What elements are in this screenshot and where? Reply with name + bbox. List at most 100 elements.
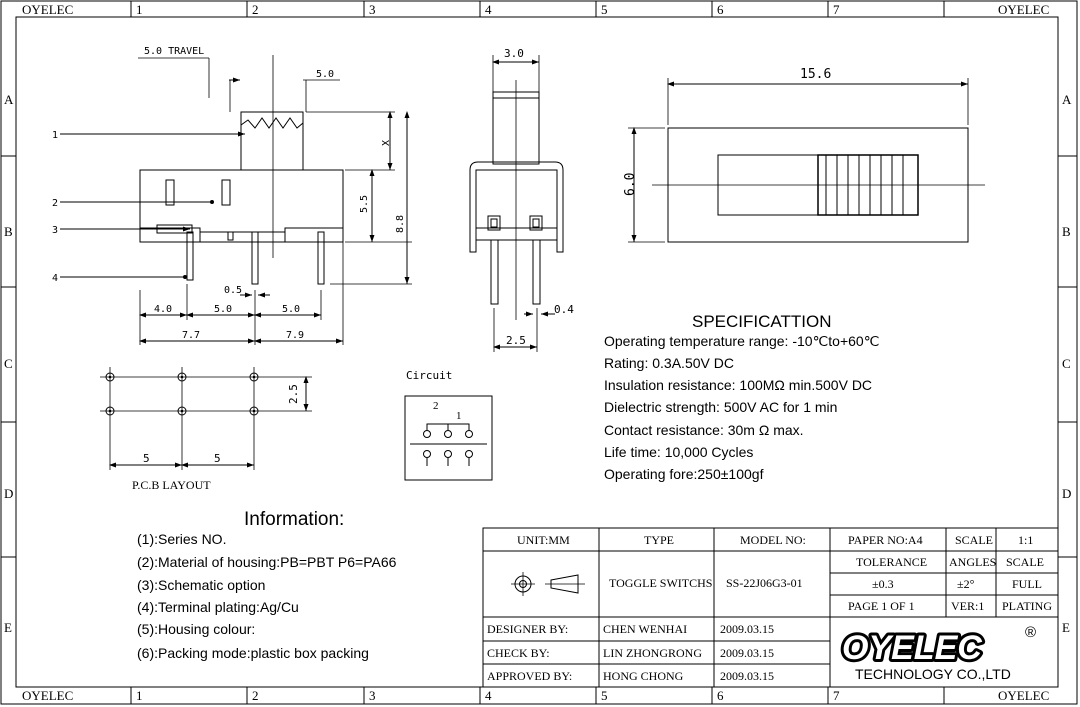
callout-4: 4 <box>52 273 58 284</box>
dim-5-0: 5.0 <box>282 304 300 315</box>
scale-header-2: SCALE <box>1006 555 1044 569</box>
logo-text: OYELEC <box>842 629 982 667</box>
col-label: 4 <box>485 688 492 703</box>
col-label: 3 <box>369 688 376 703</box>
spec-line: Rating: 0.3A.50V DC <box>604 355 734 371</box>
row-label: D <box>4 486 13 501</box>
row-label: D <box>1062 486 1071 501</box>
check-label: CHECK BY: <box>487 646 550 660</box>
info-line: (1):Series NO. <box>137 531 226 547</box>
col-label: 6 <box>717 688 724 703</box>
callout-1: 1 <box>52 130 58 141</box>
frame-brand-top-left: OYELEC <box>22 2 73 17</box>
pcb-dim-5: 5 <box>214 452 221 465</box>
page-label: PAGE 1 OF 1 <box>848 599 915 613</box>
approved-date: 2009.03.15 <box>720 669 774 683</box>
registered-mark: ® <box>1025 624 1036 641</box>
designer-name: CHEN WENHAI <box>603 622 687 636</box>
company-name: TECHNOLOGY CO.,LTD <box>855 666 1011 682</box>
tolerance-value: ±0.3 <box>872 577 894 591</box>
approved-name: HONG CHONG <box>603 669 684 683</box>
dim-7-7: 7.7 <box>182 330 200 341</box>
angles-header: ANGLES <box>949 555 996 569</box>
spec-line: Dielectric strength: 500V AC for 1 min <box>604 399 837 415</box>
check-name: LIN ZHONGRONG <box>603 646 702 660</box>
model-header: MODEL NO: <box>740 533 806 547</box>
full-label: FULL <box>1012 577 1042 591</box>
dim-7-9: 7.9 <box>286 330 304 341</box>
dim-0-5: 0.5 <box>224 285 242 296</box>
tolerance-header: TOLERANCE <box>856 555 927 569</box>
col-label: 1 <box>136 688 143 703</box>
circuit-diagram <box>404 395 493 481</box>
specification-section: SPECIFICATTION Operating temperature ran… <box>604 312 879 482</box>
dim-8-8: 8.8 <box>395 215 406 233</box>
spec-title: SPECIFICATTION <box>692 312 831 331</box>
title-block-text: UNIT:MM TYPE MODEL NO: TOGGLE SWITCHS SS… <box>487 533 1052 683</box>
top-view <box>628 78 985 243</box>
spec-line: Operating temperature range: -10℃to+60℃ <box>604 333 879 349</box>
information-section: Information: (1):Series NO. (2):Material… <box>137 509 397 661</box>
designer-date: 2009.03.15 <box>720 622 774 636</box>
dim-4-0: 4.0 <box>154 304 172 315</box>
col-label: 4 <box>485 2 492 17</box>
dim-5-5: 5.5 <box>359 195 370 213</box>
check-date: 2009.03.15 <box>720 646 774 660</box>
dim-2-5: 2.5 <box>506 334 526 347</box>
projection-symbol-icon <box>511 572 585 596</box>
dim-0-4: 0.4 <box>554 303 574 316</box>
plating-label: PLATING <box>1002 599 1052 613</box>
side-view <box>60 55 412 345</box>
col-label: 3 <box>369 2 376 17</box>
col-label: 2 <box>252 2 259 17</box>
side-view-labels: 5.0 TRAVEL 5.0 X 5.5 8.8 0.5 4.0 5.0 5.0… <box>52 46 406 341</box>
spec-line: Life time: 10,000 Cycles <box>604 444 753 460</box>
spec-line: Operating fore:250±100gf <box>604 466 764 482</box>
frame-labels: OYELEC OYELEC OYELEC OYELEC 1 2 3 4 5 6 … <box>4 2 1072 703</box>
front-view <box>469 55 564 352</box>
info-title: Information: <box>244 509 344 530</box>
dim-5-0-top: 5.0 <box>316 69 334 80</box>
pcb-dots <box>108 375 256 413</box>
logo-outline: OYELEC <box>842 629 982 667</box>
row-label: C <box>1062 356 1071 371</box>
scale-value: 1:1 <box>1018 533 1033 547</box>
spec-line: Insulation resistance: 100MΩ min.500V DC <box>604 377 872 393</box>
info-line: (3):Schematic option <box>137 577 265 593</box>
paper-label: PAPER NO:A4 <box>848 533 923 547</box>
col-label: 6 <box>717 2 724 17</box>
frame-brand-bottom-left: OYELEC <box>22 688 73 703</box>
model-value: SS-22J06G3-01 <box>726 576 803 590</box>
col-label: 7 <box>833 2 840 17</box>
circuit-pos-2: 2 <box>433 400 439 412</box>
type-header: TYPE <box>644 533 674 547</box>
company-logo: OYELEC OYELEC ® TECHNOLOGY CO.,LTD <box>839 624 1036 682</box>
row-label: E <box>1062 620 1070 635</box>
info-line: (6):Packing mode:plastic box packing <box>137 645 369 661</box>
unit-label: UNIT:MM <box>517 533 570 547</box>
designer-label: DESIGNER BY: <box>487 622 568 636</box>
side-view-dots <box>183 200 214 279</box>
col-label: 5 <box>601 688 608 703</box>
approved-label: APPROVED BY: <box>487 669 572 683</box>
dim-3-0: 3.0 <box>504 47 524 60</box>
type-value: TOGGLE SWITCHS <box>609 576 712 590</box>
travel-label: 5.0 TRAVEL <box>144 46 204 57</box>
circuit-labels: 2 1 <box>433 400 462 422</box>
col-label: 1 <box>136 2 143 17</box>
circuit-pos-1: 1 <box>456 410 462 422</box>
row-label: B <box>4 224 13 239</box>
row-label: E <box>4 620 12 635</box>
col-label: 2 <box>252 688 259 703</box>
frame-brand-bottom-right: OYELEC <box>998 688 1049 703</box>
pcb-layout-label: P.C.B LAYOUT <box>132 478 211 492</box>
row-label: C <box>4 356 13 371</box>
dim-5-0: 5.0 <box>214 304 232 315</box>
row-label: A <box>1062 92 1072 107</box>
front-view-labels: 3.0 0.4 2.5 <box>504 47 574 347</box>
top-view-labels: 15.6 6.0 <box>623 67 831 196</box>
angles-value: ±2° <box>957 577 975 591</box>
callout-2: 2 <box>52 198 58 209</box>
pcb-dim-2-5: 2.5 <box>287 384 300 404</box>
